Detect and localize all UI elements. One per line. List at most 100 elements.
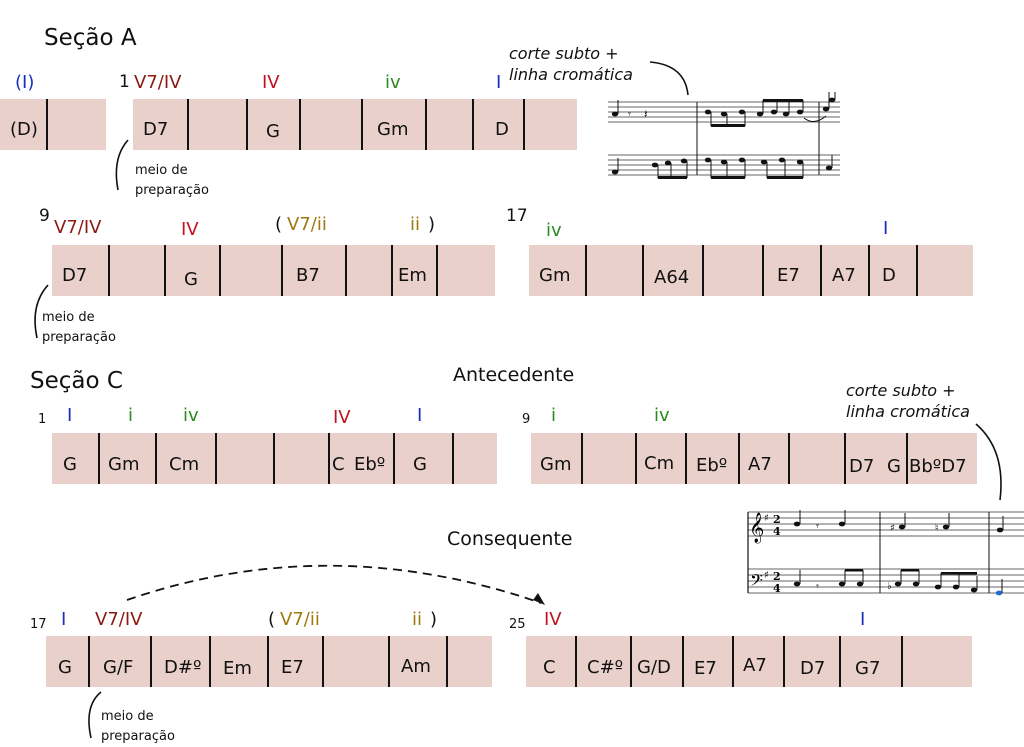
annotation-curve (649, 61, 689, 96)
chord-bar: Gm Cm Ebº A7 D7 G BbºD7 (531, 433, 977, 484)
roman-numeral-paren: ( (275, 214, 283, 235)
roman-numeral: I (883, 218, 889, 239)
chord-symbol: Gm (540, 454, 572, 475)
annotation-meio-de-preparacao: meio de preparação (135, 161, 209, 201)
chord-symbol: G (266, 121, 280, 142)
bar-line (839, 636, 841, 687)
svg-text:𝄾: 𝄾 (628, 108, 631, 121)
bar-line (585, 245, 587, 296)
arrowhead (533, 593, 545, 605)
roman-numeral: IV (181, 219, 199, 240)
chord-symbol: E7 (281, 657, 304, 678)
svg-text:♮: ♮ (935, 523, 939, 534)
time-signature-top: 2 (773, 513, 781, 526)
chord-symbol: G/F (103, 657, 134, 678)
bar-line (299, 99, 301, 150)
svg-text:𝄞: 𝄞 (749, 512, 764, 544)
roman-numeral: iv (546, 220, 562, 241)
bar-line (642, 245, 644, 296)
chord-symbol: A7 (748, 454, 772, 475)
roman-numeral-paren: ) (430, 609, 438, 630)
bar-line (702, 245, 704, 296)
section-c-title: Seção C (30, 368, 123, 394)
bar-line (732, 636, 734, 687)
roman-numeral: iv (183, 405, 199, 426)
bar-line (164, 245, 166, 296)
bar-line (98, 433, 100, 484)
annotation-corte-subto: corte subto + linha cromática (846, 380, 970, 422)
chord-symbol: D7 (143, 119, 169, 140)
chord-symbol: C (543, 657, 556, 678)
roman-numeral: V7/IV (54, 217, 102, 238)
chord-symbol: Em (398, 265, 427, 286)
bar-line (844, 433, 846, 484)
roman-numeral: I (496, 72, 502, 93)
bar-line (246, 99, 248, 150)
chord-bar: D7 G Gm D (133, 99, 577, 150)
bar-line (581, 433, 583, 484)
chord-symbol: (D) (10, 119, 38, 140)
bar-line (322, 636, 324, 687)
bar-line (738, 433, 740, 484)
bar-line (788, 433, 790, 484)
measure-number: 1 (38, 412, 47, 427)
bar-line (452, 433, 454, 484)
chord-symbol: D7 (800, 658, 826, 679)
roman-numeral: ii (412, 609, 423, 630)
roman-numeral-paren: ) (428, 214, 436, 235)
annotation-line: preparação (135, 183, 209, 198)
dashed-arc (126, 564, 542, 604)
chord-symbol: C (332, 454, 345, 475)
bar-line (783, 636, 785, 687)
chord-bar: (D) (0, 99, 106, 150)
roman-numeral: i (551, 405, 557, 426)
bar-line (682, 636, 684, 687)
annotation-line: preparação (42, 330, 116, 345)
annotation-line: meio de (135, 163, 188, 178)
roman-numeral: V7/IV (95, 609, 143, 630)
roman-numeral: iv (654, 405, 670, 426)
chord-symbol: Gm (539, 265, 571, 286)
bar-line (523, 99, 525, 150)
chord-symbol: G (184, 269, 198, 290)
bar-line (108, 245, 110, 296)
chord-symbol: Ebº (354, 454, 386, 475)
svg-text:𝄾: 𝄾 (816, 580, 819, 593)
bar-line (446, 636, 448, 687)
svg-text:♯: ♯ (764, 513, 769, 524)
bar-line (267, 636, 269, 687)
chord-symbol: D#º (164, 657, 202, 678)
roman-numeral: i (128, 405, 134, 426)
annotation-line: linha cromática (509, 65, 633, 84)
roman-numeral: I (860, 609, 866, 630)
chord-symbol: G7 (855, 658, 881, 679)
chord-bar: D7 G B7 Em (52, 245, 495, 296)
roman-numeral: IV (333, 407, 351, 428)
bar-line (46, 99, 48, 150)
phrase-label-consequente: Consequente (447, 528, 573, 550)
bar-line (901, 636, 903, 687)
annotation-line: linha cromática (846, 402, 970, 421)
annotation-line: corte subto + (509, 44, 619, 63)
bar-line (762, 245, 764, 296)
measure-number: 9 (39, 206, 50, 226)
roman-numeral: iv (385, 72, 401, 93)
roman-numeral: I (67, 405, 73, 426)
annotation-curve (34, 284, 49, 339)
bar-line (88, 636, 90, 687)
bar-line (150, 636, 152, 687)
annotation-line: preparação (101, 729, 175, 744)
measure-number: 9 (522, 412, 531, 427)
svg-text:♯: ♯ (764, 570, 769, 581)
chord-symbol: Em (223, 658, 252, 679)
chord-bar: G Gm Cm C Ebº G (52, 433, 497, 484)
roman-numeral: V7/IV (134, 72, 182, 93)
measure-number: 25 (509, 617, 526, 632)
chord-bar: G G/F D#º Em E7 Am (46, 636, 492, 687)
roman-numeral: V7/ii (280, 609, 320, 630)
chord-symbol: D7 (62, 265, 88, 286)
chord-symbol: G (63, 454, 77, 475)
roman-numeral: (I) (15, 72, 35, 93)
svg-text:𝄢: 𝄢 (750, 570, 763, 594)
